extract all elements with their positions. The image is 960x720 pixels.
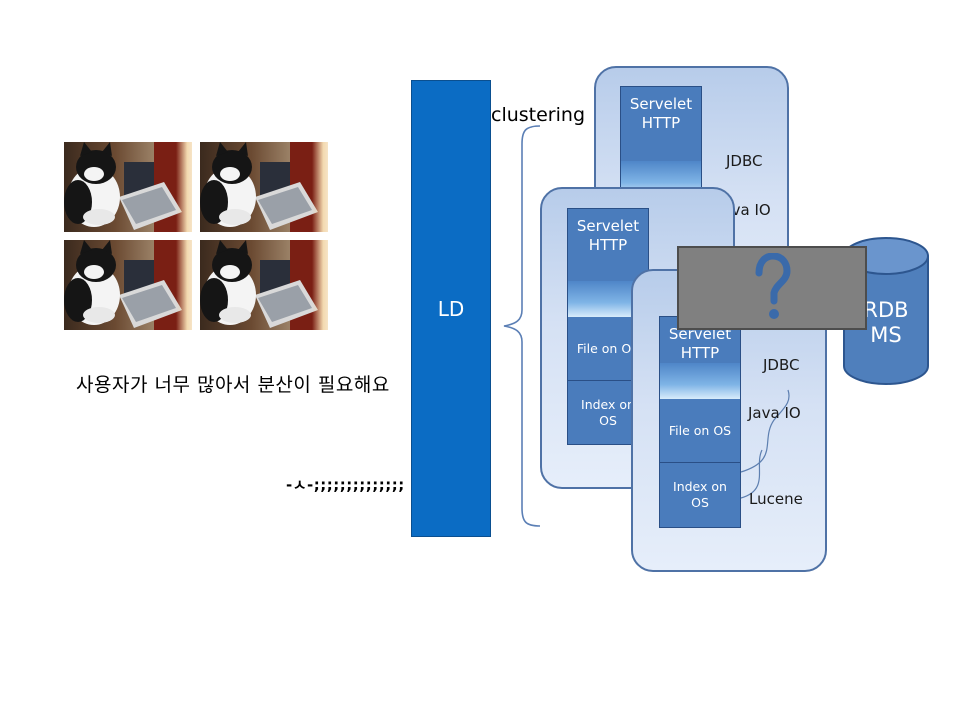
jdbc-label: JDBC — [726, 152, 763, 170]
index-on-os-label: Index on OS — [581, 396, 635, 428]
clustering-brace — [503, 125, 541, 527]
question-mark-icon — [755, 253, 791, 319]
load-balancer-bar: LD — [411, 80, 491, 537]
cat-photo — [64, 142, 192, 232]
connector-lines — [740, 389, 790, 499]
file-on-os-label: File on OS — [660, 399, 740, 463]
cat-photo — [200, 142, 328, 232]
emoticon-text: -ㅅ-;;;;;;;;;;;;;; — [286, 476, 405, 494]
unknown-overlay-box — [677, 246, 867, 330]
database-label: RDB MS — [863, 298, 909, 347]
servlet-http-label: Servelet HTTP — [629, 95, 693, 132]
clustering-label: clustering — [491, 104, 585, 126]
load-balancer-label: LD — [437, 296, 465, 321]
cat-photo — [64, 240, 192, 330]
cat-photo — [200, 240, 328, 330]
jet-image — [660, 363, 740, 399]
server-stack: Servelet HTTP File on OS Index on OS — [659, 316, 741, 528]
lucene-label: Lucene — [749, 490, 803, 508]
java-io-label: Java IO — [748, 404, 801, 422]
jdbc-label: JDBC — [763, 356, 800, 374]
caption-text: 사용자가 너무 많아서 분산이 필요해요 — [76, 374, 390, 396]
server-stack: Servelet HTTP — [620, 86, 702, 197]
file-on-os-label: File on OS — [568, 317, 648, 381]
index-on-os-label: Index on OS — [673, 479, 727, 510]
